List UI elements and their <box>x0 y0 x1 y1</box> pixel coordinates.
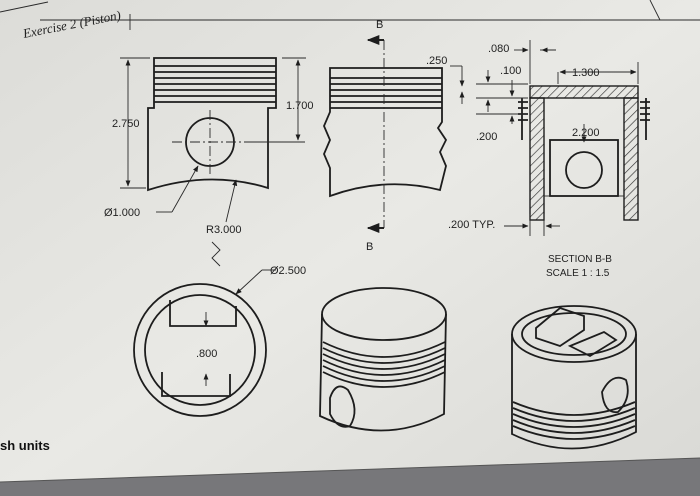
dim-groove-depth-label: 1.700 <box>286 100 314 112</box>
section-view: .080 .100 .200 1.300 2.200 .200 TYP. SEC… <box>448 40 650 279</box>
iso-ring-grooves <box>322 341 446 388</box>
dim-wall-label: .200 TYP. <box>448 219 495 231</box>
bottom-outer-circle <box>133 283 267 417</box>
isometric-piston <box>319 287 447 432</box>
dim-ring-label: .100 <box>500 65 521 77</box>
side-view-outline <box>323 67 448 198</box>
side-ring-grooves <box>330 77 442 109</box>
side-view: B B .250 <box>323 19 465 253</box>
iso-inside-grooves <box>512 401 636 440</box>
dim-width-label: 1.300 <box>572 67 600 79</box>
bottom-view: .800 Ø2.500 <box>133 265 306 417</box>
section-pin-hole <box>565 151 603 189</box>
cut-label-bottom: B <box>366 241 373 253</box>
dim-height-label: 2.750 <box>112 118 140 130</box>
isometric-piston-inside <box>511 305 637 450</box>
dim-ring-gap-label: .250 <box>426 55 447 67</box>
section-hatch-right <box>623 97 639 221</box>
section-hatch-top <box>529 85 639 99</box>
dim-boss-gap-label: .800 <box>196 348 217 360</box>
ring-grooves <box>154 65 276 103</box>
iso-pin-hole <box>329 385 356 428</box>
cut-label-top: B <box>376 19 383 31</box>
dim-land-label: .200 <box>476 131 497 143</box>
pin-boss-top <box>169 300 237 327</box>
dim-pin-hole-label: Ø1.000 <box>104 207 140 219</box>
dim-diameter-label: Ø2.500 <box>270 265 306 277</box>
dim-top-thickness-label: .080 <box>488 43 509 55</box>
section-label: SECTION B-B <box>548 254 612 265</box>
front-view: 2.750 1.700 Ø1.000 R3.000 <box>104 57 314 267</box>
front-view-outline <box>147 57 277 192</box>
scale-label: SCALE 1 : 1.5 <box>546 268 610 279</box>
units-note: sh units <box>0 438 50 453</box>
section-hatch-left <box>529 97 545 221</box>
dim-section-height-label: 2.200 <box>572 127 600 139</box>
bottom-inner-circle <box>144 294 256 406</box>
pin-boss-bottom <box>161 372 231 397</box>
dim-skirt-radius-label: R3.000 <box>206 224 241 236</box>
